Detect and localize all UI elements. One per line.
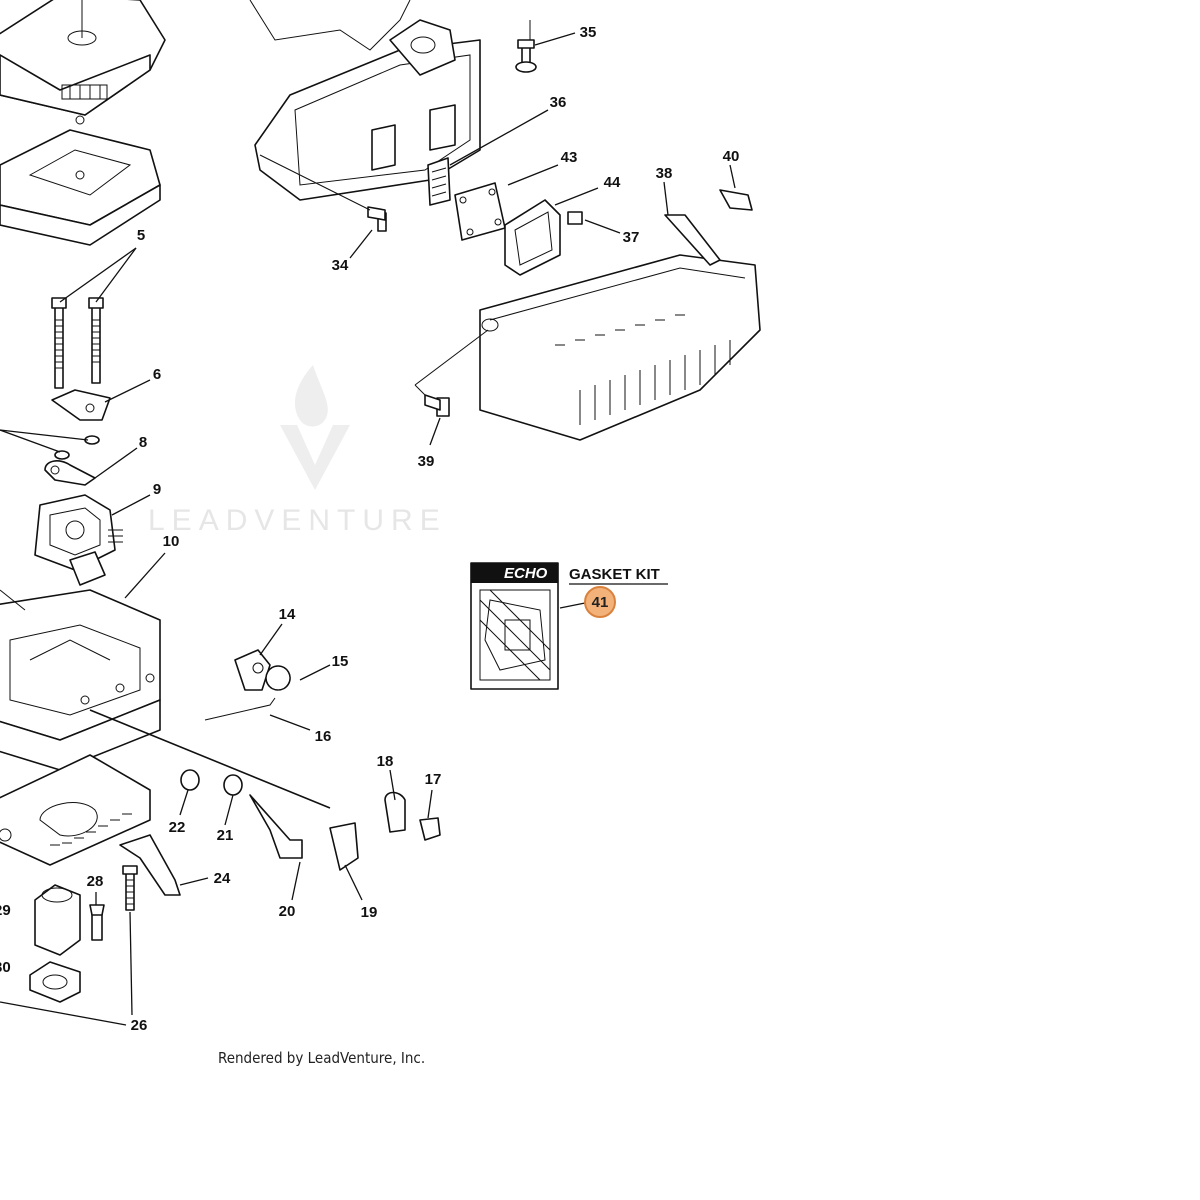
leadventure-watermark: LEADVENTURE [148,365,447,537]
callout-39[interactable]: 39 [418,453,435,470]
callout-38[interactable]: 38 [656,165,673,182]
spark-arrester-cover [504,199,561,276]
callout-36[interactable]: 36 [550,94,567,111]
watermark-text: LEADVENTURE [148,504,447,537]
throttle-rod [89,709,441,871]
screen [427,157,451,206]
callout-17[interactable]: 17 [425,771,442,788]
washers [44,435,100,486]
callout-labels: 5 6 8 9 10 14 15 16 17 18 19 20 21 22 24… [0,24,739,1034]
callout-37[interactable]: 37 [623,229,640,246]
muffler-guard [479,214,761,441]
callout-6[interactable]: 6 [153,366,161,383]
callout-40[interactable]: 40 [723,148,740,165]
callout-5[interactable]: 5 [137,227,145,244]
gasket [29,961,81,1003]
engine-housing [0,589,161,771]
callout-24[interactable]: 24 [214,870,231,887]
callout-21[interactable]: 21 [217,827,234,844]
gasket-kit-title: GASKET KIT [569,566,660,583]
long-bolt [122,865,138,911]
callout-20[interactable]: 20 [279,903,296,920]
callout-26[interactable]: 26 [131,1017,148,1034]
callout-35[interactable]: 35 [580,24,597,41]
callout-28[interactable]: 28 [87,873,104,890]
bracket [119,834,181,896]
base-plate [0,754,151,866]
callout-18[interactable]: 18 [377,753,394,770]
air-filter [0,115,161,246]
gasket-kit: ECHO GASKET KIT 41 [470,562,668,690]
bolts [51,297,104,389]
gasket-plate [454,182,506,241]
v-logo-icon [280,425,350,490]
callout-44[interactable]: 44 [604,174,621,191]
callout-43[interactable]: 43 [561,149,578,166]
callout-9[interactable]: 9 [153,481,161,498]
carburetor [34,494,123,586]
callout-10[interactable]: 10 [163,533,180,550]
label-decal [719,189,753,211]
callout-16[interactable]: 16 [315,728,332,745]
callout-41[interactable]: 41 [592,594,609,611]
air-cleaner-cover [0,0,166,116]
callout-34[interactable]: 34 [332,257,349,274]
callout-15[interactable]: 15 [332,653,349,670]
leader-lines [0,20,736,1026]
callout-22[interactable]: 22 [169,819,186,836]
screws [367,39,583,417]
callout-14[interactable]: 14 [279,606,296,623]
echo-logo: ECHO [504,565,548,582]
muffler [249,0,481,201]
flame-icon [294,365,328,427]
throttle-lever [204,649,291,721]
gasket-kit-callout-marker[interactable] [584,586,616,618]
callout-29[interactable]: 29 [0,902,11,919]
render-credit: Rendered by LeadVenture, Inc. [218,1049,425,1067]
insulator [34,884,105,956]
bracket-plate [51,389,111,421]
callout-8[interactable]: 8 [139,434,147,451]
callout-30[interactable]: 30 [0,959,11,976]
callout-19[interactable]: 19 [361,904,378,921]
